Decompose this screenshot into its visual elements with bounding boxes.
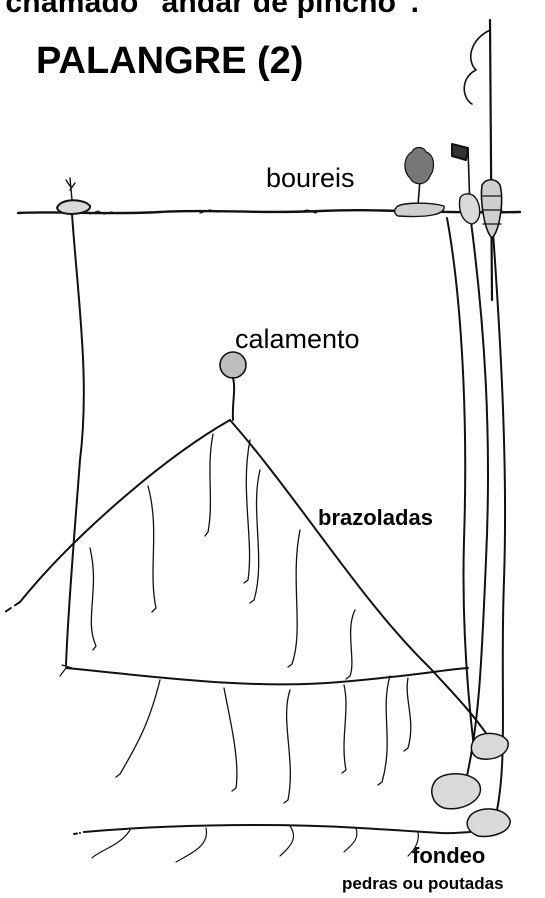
seabed-brazoladas [91,825,419,863]
stone-3 [466,808,511,838]
right-buoy-line-a [446,217,475,749]
seabed-dash [73,832,81,835]
tree-buoy-foliage [404,146,435,185]
calamento-float-line [231,377,236,421]
stone-1 [470,732,509,760]
stone-2 [431,773,482,810]
left-buoy-line [65,213,85,666]
bottom-corner [59,664,73,677]
triangle-left-leg [19,419,231,603]
top-caption: e chamado "andar de pincho". [0,0,420,19]
label-calamento: calamento [235,324,360,354]
left-buoy [56,199,91,215]
triangle-right-leg [229,419,489,737]
left-buoy-mast [65,177,76,201]
label-boureis: boureis [266,163,355,193]
small-flag [451,143,469,161]
label-fondeo: fondeo [412,843,486,868]
right-buoy-line-b [465,213,490,781]
sea-surface-line-texture [89,209,317,215]
right-buoy-line-c [491,217,507,816]
triangle-brazoladas [89,433,356,680]
page-title: PALANGRE (2) [36,40,304,82]
dashed-mainline-extension [1,601,21,615]
calamento-float [219,351,247,379]
bottom-mainline [65,667,469,686]
bottom-brazoladas [115,675,412,804]
pole-flag [463,29,491,105]
right-float [458,193,481,225]
marker-float [480,178,503,239]
seabed-line [83,824,471,835]
label-brazoladas: brazoladas [318,505,433,530]
marker-float-stripes [481,195,503,225]
marker-pole [488,18,494,302]
tree-buoy-float [393,202,445,218]
label-pedras: pedras ou poutadas [342,874,504,893]
